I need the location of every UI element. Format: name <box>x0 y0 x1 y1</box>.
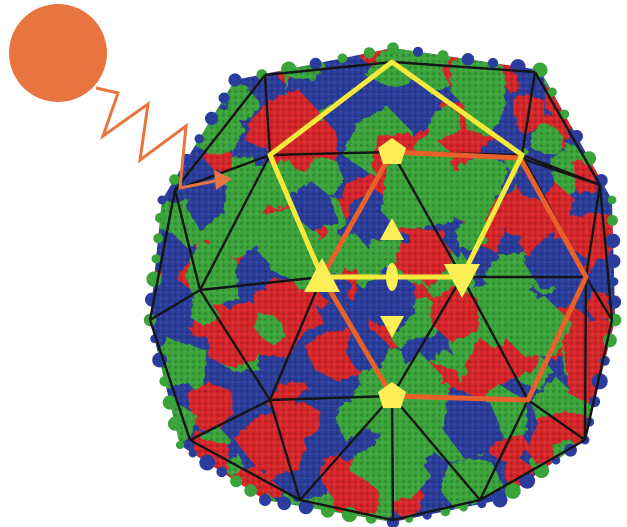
capsid-rim-knob <box>606 234 620 248</box>
capsid-rim-knob <box>338 53 348 63</box>
lattice-edge <box>585 277 586 440</box>
sun-icon <box>9 4 107 102</box>
capsid-rim-knob <box>610 277 619 286</box>
capsid-rim-knob <box>176 441 184 449</box>
capsid-rim-knob <box>205 112 218 125</box>
capsid-rim-knob <box>230 475 242 487</box>
capsid-rim-knob <box>219 93 230 104</box>
capsid-rim-knob <box>364 47 375 58</box>
capsid-rim-knob <box>488 58 498 68</box>
capsid-rim-knob <box>153 233 163 243</box>
capsid-rim-knob <box>438 50 449 61</box>
capsid-rim-knob <box>199 455 215 471</box>
capsid-rim-knob <box>195 134 204 143</box>
capsid-rim-knob <box>608 196 617 205</box>
lattice-edge <box>392 396 393 520</box>
capsid-rim-knob <box>228 73 241 86</box>
capsid-rim-knob <box>493 493 508 508</box>
capsid-rim-knob <box>277 497 291 511</box>
capsid-rim-knob <box>155 213 165 223</box>
capsid-rim-knob <box>244 484 257 497</box>
capsid-rim-knob <box>607 254 621 268</box>
capsid-rim-knob <box>603 334 617 348</box>
capsid-rim-knob <box>281 62 296 77</box>
capsid-rim-knob <box>216 467 227 478</box>
capsid-rim-knob <box>607 215 618 226</box>
capsid-rim-knob <box>413 47 423 57</box>
capsid-rim-knob <box>189 449 197 457</box>
capsid-rim-knob <box>387 42 399 54</box>
capsid-rim-knob <box>310 58 322 70</box>
capsid-rim-knob <box>168 417 182 431</box>
twofold-ellipse-icon <box>386 263 398 291</box>
capsid-rim-knob <box>152 254 161 263</box>
capsid-rim-knob <box>158 196 167 205</box>
capsid-rim-knob <box>259 494 271 506</box>
capsid-rim-knob <box>169 174 180 185</box>
capsid-rim-knob <box>462 53 474 65</box>
